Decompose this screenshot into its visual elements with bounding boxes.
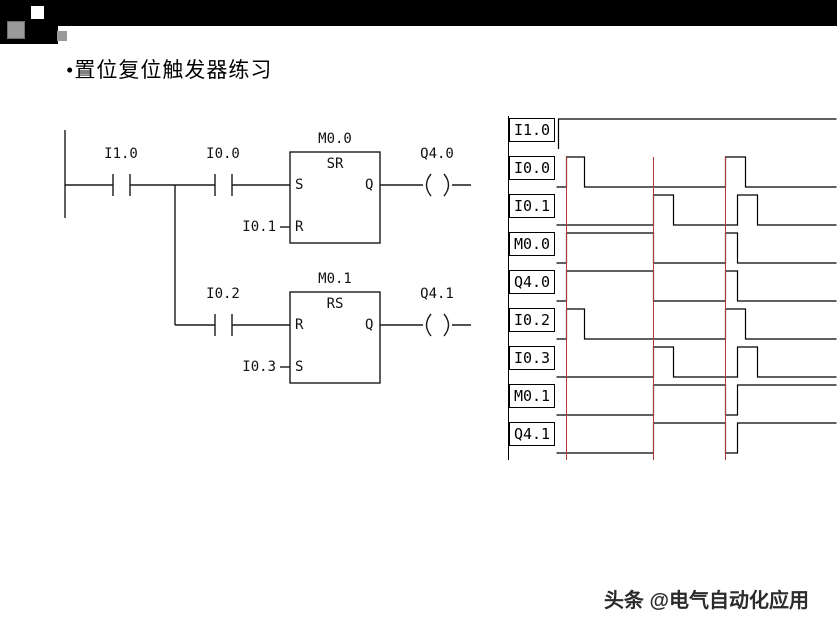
coil-q4-0-left: [425, 173, 432, 197]
timing-row-label: I0.1: [509, 194, 555, 218]
decor-square-gray: [7, 21, 25, 39]
timing-waveform: [557, 118, 837, 149]
signal-label-i0-3: I0.3: [242, 359, 276, 375]
timing-row: Q4.0: [509, 268, 837, 306]
coil-q4-0-right: [443, 173, 450, 197]
timing-row-label: I0.0: [509, 156, 555, 180]
timing-row-label: M0.1: [509, 384, 555, 408]
rs-block-box: [289, 291, 381, 384]
block-name-m0-0: M0.0: [318, 131, 352, 147]
timing-waveform: [556, 346, 837, 378]
timing-row-label: I0.3: [509, 346, 555, 370]
timing-waveform: [556, 232, 837, 264]
header-bar: [0, 0, 837, 26]
watermark-text: 头条 @电气自动化应用: [603, 590, 809, 612]
timing-waveform: [556, 194, 837, 226]
block-type-sr: SR: [326, 156, 344, 172]
sr-block-box: [289, 151, 381, 244]
block-type-rs: RS: [326, 296, 344, 312]
timing-row: I0.0: [509, 154, 837, 192]
timing-waveform: [556, 308, 837, 340]
sr-output-q: Q: [365, 177, 374, 193]
timing-waveform: [556, 156, 837, 188]
timing-row: I1.0: [509, 116, 837, 154]
slide-title: •置位复位触发器练习: [66, 58, 273, 82]
rs-input-s: S: [295, 359, 304, 375]
timing-waveform: [556, 384, 837, 416]
timing-row: M0.1: [509, 382, 837, 420]
ladder-diagram-lines: [64, 130, 471, 384]
decor-square-white: [31, 6, 44, 19]
sr-input-r: R: [295, 219, 304, 235]
timing-row: M0.0: [509, 230, 837, 268]
timing-row-label: I0.2: [509, 308, 555, 332]
coil-label-q4-0: Q4.0: [420, 146, 454, 162]
timing-waveform: [556, 270, 837, 302]
coil-label-q4-1: Q4.1: [420, 286, 454, 302]
sr-input-s: S: [295, 177, 304, 193]
contact-label-i1-0: I1.0: [104, 146, 138, 162]
contact-i1-0-symbol: [112, 174, 131, 196]
rs-output-q: Q: [365, 317, 374, 333]
contact-i0-2-symbol: [214, 314, 233, 336]
block-name-m0-1: M0.1: [318, 271, 352, 287]
timing-row: I0.3: [509, 344, 837, 382]
ladder-diagram: I1.0 I0.0 M0.0 Q4.0 SR S Q R I0.1 I0.2 M…: [55, 110, 485, 460]
decor-square-small: [57, 31, 67, 41]
coil-q4-1-left: [425, 313, 432, 337]
rs-input-r: R: [295, 317, 304, 333]
timing-waveform: [556, 422, 837, 454]
timing-row: I0.2: [509, 306, 837, 344]
contact-label-i0-0: I0.0: [206, 146, 240, 162]
contact-i0-0-symbol: [214, 174, 233, 196]
timing-row-label: Q4.0: [509, 270, 555, 294]
signal-label-i0-1: I0.1: [242, 219, 276, 235]
timing-row-label: I1.0: [509, 118, 555, 142]
timing-row: I0.1: [509, 192, 837, 230]
timing-row-label: M0.0: [509, 232, 555, 256]
contact-label-i0-2: I0.2: [206, 286, 240, 302]
timing-row-label: Q4.1: [509, 422, 555, 446]
coil-q4-1-right: [443, 313, 450, 337]
timing-row: Q4.1: [509, 420, 837, 458]
